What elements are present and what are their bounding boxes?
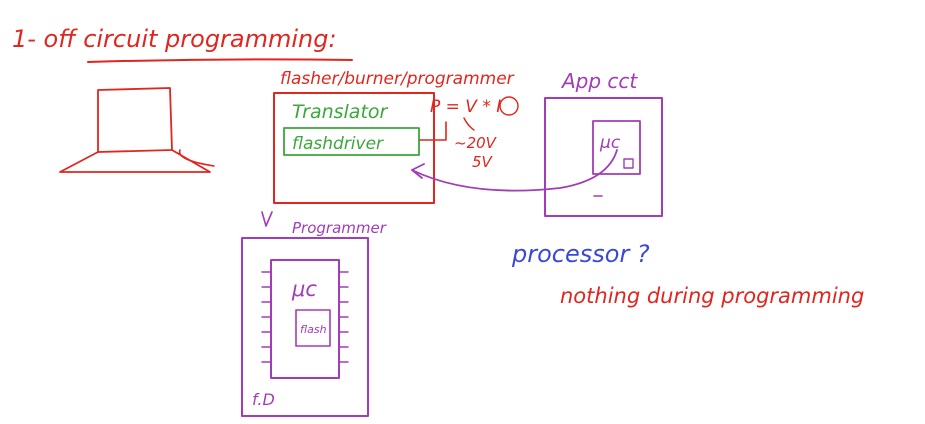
laptop-sketch [59,87,215,173]
flashdriver-box [283,127,420,156]
programmer-box [241,237,369,417]
power-connector [419,121,447,141]
flash-text: flash [300,323,327,336]
connection-arrowhead [411,163,425,179]
flashdriver-text: flashdriver [292,134,384,154]
voltage-arrow [463,117,475,131]
programmer-mc-text: μc [291,277,317,301]
voltage-5v: 5V [472,153,494,171]
flash-block [295,309,331,347]
heading-text: 1- off circuit programming: [12,25,337,53]
app-circuit-label: App cct [560,69,638,93]
translator-text: Translator [292,101,389,123]
chip-pins-left [261,271,272,363]
programmer-label: Programmer [292,219,387,237]
app-mc-text: μc [599,133,621,153]
app-mc-chip [592,120,641,175]
connection-line [411,149,618,192]
nothing-during-programming-text: nothing during programming [560,284,864,308]
power-equation: P = V * I [430,97,501,117]
flasher-box [273,92,435,204]
programmer-mc-chip [270,259,340,379]
app-mc-pin [623,158,634,169]
app-circuit-box [544,97,663,217]
chip-pins-right [338,271,349,363]
current-circle [499,96,519,116]
programmer-check-icon [261,211,273,227]
fd-label: f.D [252,390,275,409]
heading-underline [87,58,353,63]
flasher-label: flasher/burner/programmer [280,69,515,89]
voltage-20v: ~20V [454,134,498,152]
processor-text: processor ? [511,240,650,268]
